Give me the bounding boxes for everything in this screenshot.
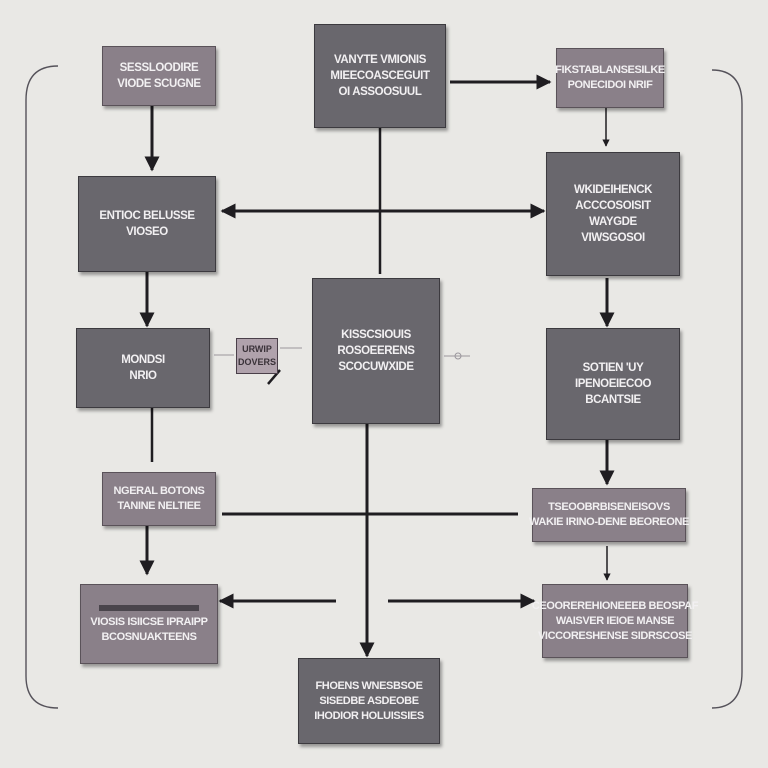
node-8-line-2: IPENOEIECOO	[574, 378, 652, 390]
node-4[interactable]: ENTIOC BELUSSE VIOSEO	[78, 176, 216, 272]
node-2-line-3: OI ASSOOSUUL	[338, 86, 422, 98]
node-tag-line-1: URWIP	[242, 344, 272, 354]
node-7-line-3: SCOCUWXIDE	[338, 361, 414, 373]
node-7-line-1: KISSCSIOUIS	[341, 329, 411, 341]
node-4-line-1: ENTIOC BELUSSE	[99, 210, 195, 222]
node-10-line-2: WAKIE IRINO-DENE BEOREONE	[529, 516, 689, 528]
frame-bracket-left	[25, 65, 59, 709]
node-2[interactable]: VANYTE VMIONIS MIEECOASCEGUIT OI ASSOOSU…	[314, 24, 446, 128]
node-12-line-2: WAISVER IEIOE MANSE	[555, 614, 675, 627]
node-1-line-2: VIODE SCUGNE	[117, 78, 201, 90]
connector-dot	[454, 352, 462, 360]
node-9[interactable]: NGERAL BOTONS TANINE NELTIEE	[102, 472, 216, 526]
node-5-line-2: ACCCOSOISIT	[575, 200, 651, 212]
node-8-line-1: SOTIEN 'UY	[582, 362, 644, 374]
node-5-line-4: VIWSGOSOI	[581, 232, 645, 244]
node-7-line-2: ROSOEERENS	[337, 345, 415, 357]
node-13-line-3: IHODIOR HOLUISSIES	[314, 709, 424, 722]
node-5-line-3: WAYGDE	[589, 216, 637, 228]
node-1[interactable]: SESSLOODIRE VIODE SCUGNE	[102, 46, 216, 106]
node-10-line-1: TSEOOBRBISENEISOVS	[548, 501, 670, 513]
node-11-line-1: VIOSIS ISIICSE IPRAIPP	[90, 616, 208, 628]
node-3[interactable]: FIKSTABLANSESILKE PONECIDOI NRIF	[555, 48, 665, 108]
node-8-line-3: BCANTSIE	[585, 394, 641, 406]
node-10[interactable]: TSEOOBRBISENEISOVS WAKIE IRINO-DENE BEOR…	[529, 488, 689, 542]
frame-bracket-right	[711, 69, 743, 709]
node-11[interactable]: VIOSIS ISIICSE IPRAIPP BCOSNUAKTEENS	[80, 584, 218, 664]
node-12-line-3: VICCORESHENSE SIDRSCOSE	[538, 629, 693, 642]
node-13-line-1: FHOENS WNESBSOE	[315, 679, 423, 692]
node-5-line-1: WKIDEIHENCK	[573, 184, 652, 196]
node-12-line-1: CEOOREREHIONEEEB BEOSPAF	[531, 599, 699, 612]
node-1-line-1: SESSLOODIRE	[119, 62, 199, 74]
node-11-line-2: BCOSNUAKTEENS	[101, 631, 197, 643]
node-6[interactable]: MONDSI NRIO	[76, 328, 210, 408]
arrow-tag-pointer	[267, 369, 281, 385]
node-3-line-1: FIKSTABLANSESILKE	[555, 64, 665, 76]
node-11-header-bar	[99, 605, 199, 611]
node-2-line-1: VANYTE VMIONIS	[334, 54, 426, 66]
node-13-line-2: SISEDBE ASDEOBE	[319, 694, 419, 707]
node-5[interactable]: WKIDEIHENCK ACCCOSOISIT WAYGDE VIWSGOSOI	[546, 152, 680, 276]
node-8[interactable]: SOTIEN 'UY IPENOEIECOO BCANTSIE	[546, 328, 680, 440]
node-3-line-2: PONECIDOI NRIF	[567, 79, 653, 91]
node-tag-line-2: DOVERS	[237, 357, 276, 367]
node-6-line-2: NRIO	[129, 370, 157, 382]
node-13[interactable]: FHOENS WNESBSOE SISEDBE ASDEOBE IHODIOR …	[298, 658, 440, 744]
node-4-line-2: VIOSEO	[126, 226, 168, 238]
node-9-line-1: NGERAL BOTONS	[113, 485, 205, 497]
node-6-line-1: MONDSI	[121, 354, 165, 366]
node-9-line-2: TANINE NELTIEE	[117, 500, 201, 512]
node-7[interactable]: KISSCSIOUIS ROSOEERENS SCOCUWXIDE	[312, 278, 440, 424]
node-2-line-2: MIEECOASCEGUIT	[330, 70, 430, 82]
node-tag[interactable]: URWIP DOVERS	[236, 338, 278, 374]
node-12[interactable]: CEOOREREHIONEEEB BEOSPAF WAISVER IEIOE M…	[532, 584, 699, 658]
